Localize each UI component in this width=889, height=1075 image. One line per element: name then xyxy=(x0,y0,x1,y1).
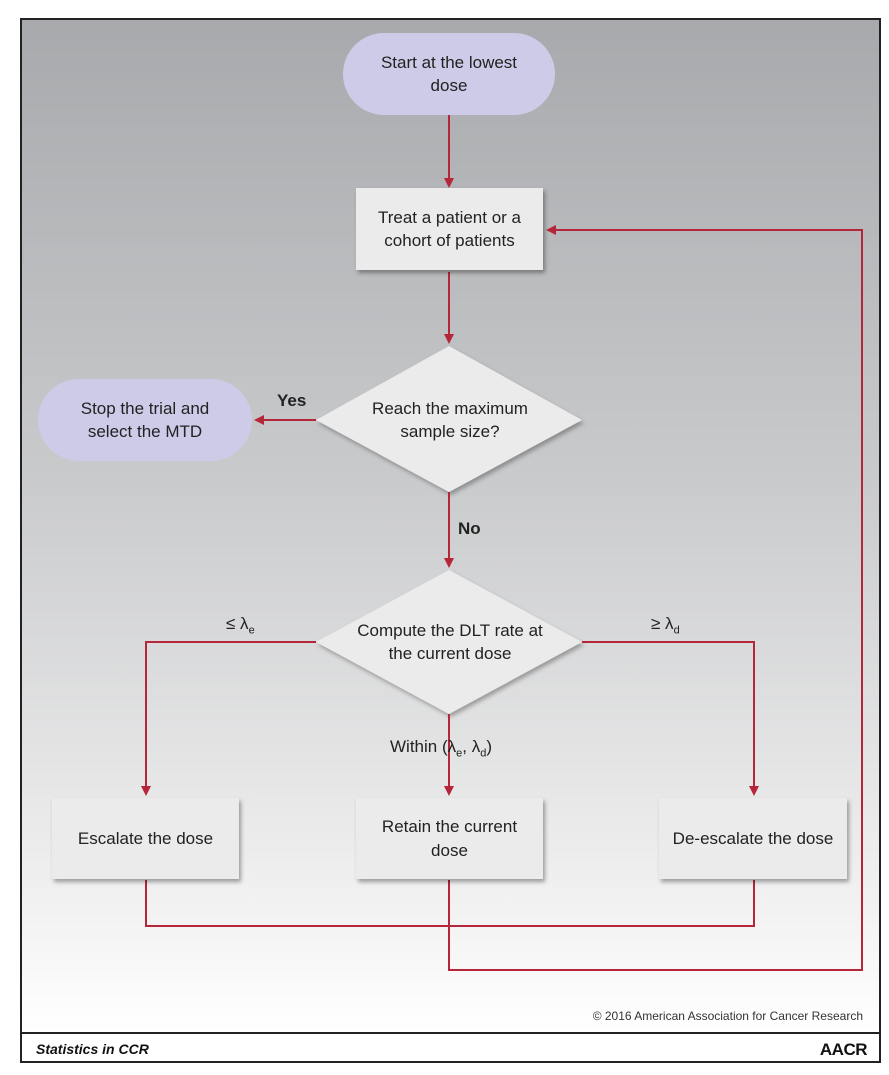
treat-node: Treat a patient or a cohort of patients xyxy=(356,188,543,270)
arrow-to-deescalate xyxy=(582,641,759,796)
loop-back-arrow xyxy=(448,225,863,971)
stop-node-label: Stop the trial and select the MTD xyxy=(80,398,210,441)
ge-lambda-sub: d xyxy=(673,624,680,637)
reach-max-diamond xyxy=(316,346,582,492)
deescalate-node-label: De-escalate the dose xyxy=(672,828,834,848)
compute-label: Compute the DLT rate at the current dose xyxy=(357,620,543,663)
escalate-node: Escalate the dose xyxy=(52,798,239,879)
within-suffix: ) xyxy=(486,737,492,756)
start-node: Start at the lowest dose xyxy=(343,33,555,115)
within-sub-e: e xyxy=(456,747,463,760)
treat-node-label: Treat a patient or a cohort of patients xyxy=(377,207,521,250)
aacr-logo: AACR xyxy=(819,1040,868,1059)
stop-node: Stop the trial and select the MTD xyxy=(38,379,252,461)
le-lambda-sub: e xyxy=(248,624,255,637)
copyright-text: © 2016 American Association for Cancer R… xyxy=(592,1009,863,1023)
retain-node: Retain the current dose xyxy=(356,798,543,879)
within-label: Within (λe, λd) xyxy=(390,737,492,759)
reach-max-label: Reach the maximum sample size? xyxy=(372,398,528,441)
no-label: No xyxy=(458,519,481,538)
retain-node-label: Retain the current dose xyxy=(381,817,518,860)
within-mid: , λ xyxy=(462,737,481,756)
escalate-node-label: Escalate the dose xyxy=(77,828,214,848)
ge-lambda-d-label: ≥ λd xyxy=(651,614,680,636)
deescalate-node: De-escalate the dose xyxy=(659,798,847,879)
le-lambda-symbol: ≤ λ xyxy=(226,614,249,633)
series-title: Statistics in CCR xyxy=(36,1041,149,1057)
within-sub-d: d xyxy=(480,747,487,760)
within-prefix: Within (λ xyxy=(390,737,457,756)
arrow-to-escalate xyxy=(141,641,316,796)
ge-lambda-symbol: ≥ λ xyxy=(651,614,674,633)
le-lambda-e-label: ≤ λe xyxy=(226,614,255,636)
footer-divider xyxy=(22,1032,879,1034)
yes-label: Yes xyxy=(277,391,307,410)
compute-diamond xyxy=(316,570,582,714)
start-node-label: Start at the lowest dose xyxy=(380,52,518,95)
